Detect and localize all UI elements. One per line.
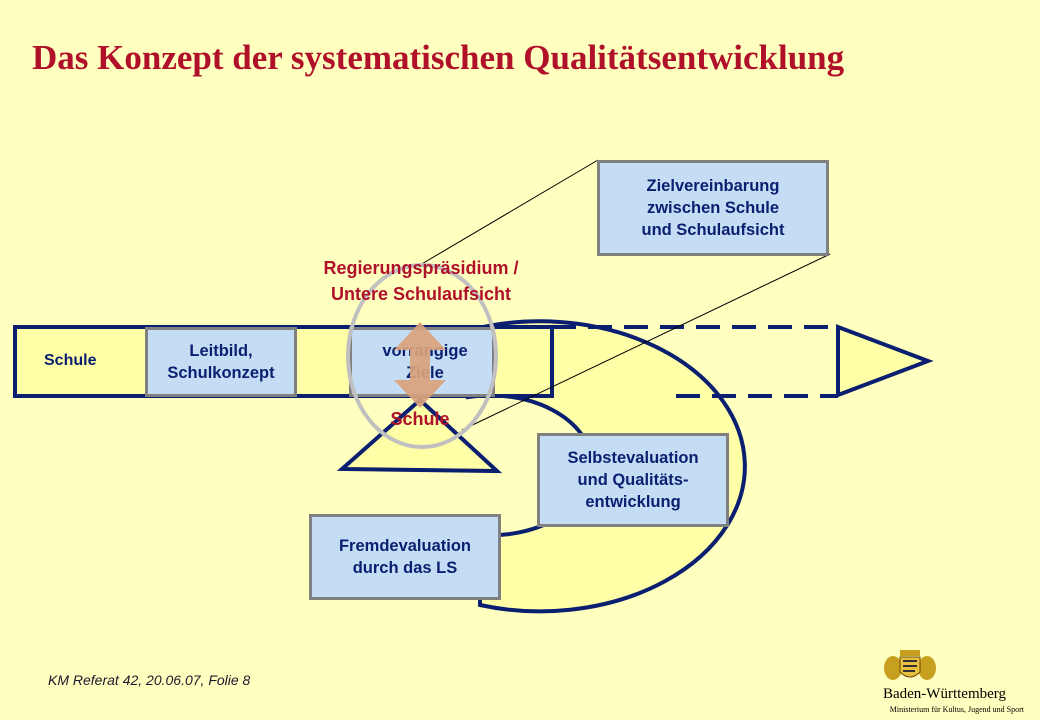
zoom-line-bottom (461, 253, 831, 431)
page-title: Das Konzept der systematischen Qualitäts… (32, 38, 845, 77)
schule-center-label: Schule (390, 409, 450, 429)
leitbild-box: Leitbild, Schulkonzept (145, 327, 297, 397)
regierung-label: Regierungspräsidium / Untere Schulaufsic… (323, 258, 519, 305)
schule-band-label: Schule (44, 352, 97, 369)
selbstevaluation-box: Selbstevaluation und Qualitäts- entwickl… (537, 433, 729, 527)
double-arrow-icon (394, 322, 446, 408)
zielvereinbarung-box: Zielvereinbarung zwischen Schule und Sch… (597, 160, 829, 256)
zoom-line-top (419, 159, 599, 266)
baden-wuerttemberg-crest-icon (884, 650, 936, 680)
timeline-arrowhead (836, 324, 934, 398)
fremdevaluation-box: Fremdevaluation durch das LS (309, 514, 501, 600)
state-name: Baden-Württemberg (882, 686, 1006, 702)
footer-reference: KM Referat 42, 20.06.07, Folie 8 (48, 672, 251, 688)
ministry-name: Ministerium für Kultus, Jugend und Sport (889, 705, 1024, 714)
